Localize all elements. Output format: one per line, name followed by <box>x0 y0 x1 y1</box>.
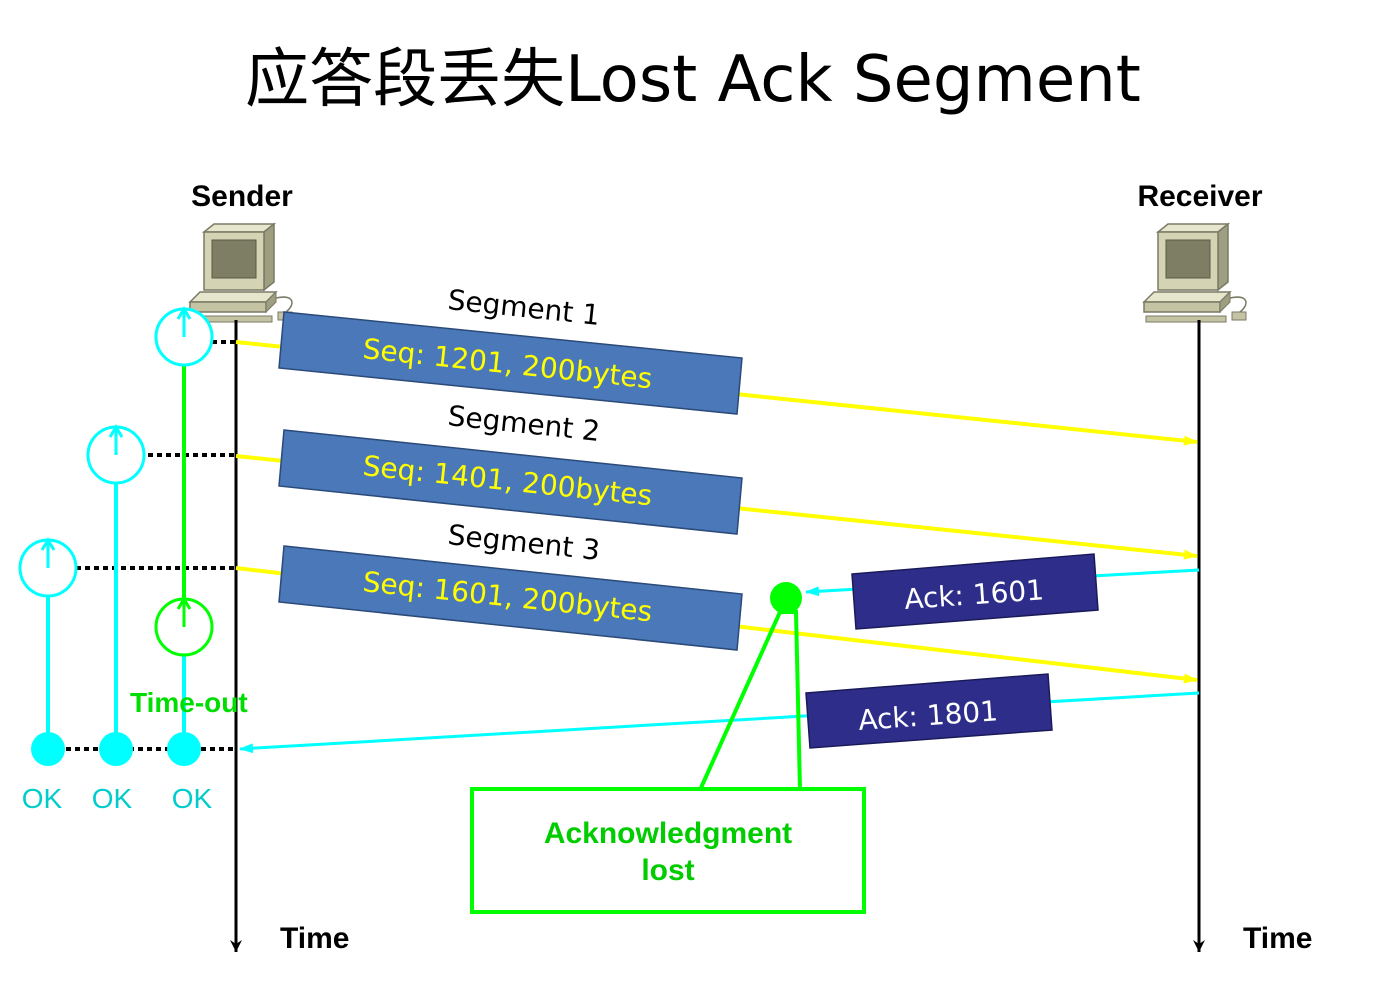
segment-2-box <box>278 429 743 535</box>
page-title: 应答段丢失Lost Ack Segment <box>245 43 1141 117</box>
timer-1-ok-dot <box>167 732 201 766</box>
receiver-label: Receiver <box>1137 180 1262 213</box>
receiver-computer-icon <box>1142 222 1247 323</box>
segment-3-box <box>278 545 743 651</box>
segment-1-box <box>278 311 743 415</box>
callout-line-2: lost <box>641 854 694 887</box>
segment-3-label: Segment 3 <box>446 518 601 567</box>
callout-line-1: Acknowledgment <box>544 817 792 850</box>
timer-3-ok-dot <box>31 732 65 766</box>
ack-1801-arrow <box>239 691 1200 754</box>
segment-1: Segment 1 Seq: 1201, 200bytes <box>278 283 743 415</box>
timer-2 <box>86 424 146 766</box>
segment-2: Segment 2 Seq: 1401, 200bytes <box>278 399 743 535</box>
ok-label-2: OK <box>92 783 133 814</box>
lost-point-marker <box>770 582 802 614</box>
timeout-label: Time-out <box>130 687 248 718</box>
segment-1-label: Segment 1 <box>446 283 601 332</box>
segment-3: Segment 3 Seq: 1601, 200bytes <box>278 518 743 651</box>
timer-3 <box>18 537 78 766</box>
ack-1601-box <box>851 553 1099 630</box>
timer-1 <box>154 306 214 766</box>
ok-label-3: OK <box>172 783 213 814</box>
sender-time-label: Time <box>280 922 349 955</box>
sender-label: Sender <box>191 180 293 213</box>
timer-2-ok-dot <box>99 732 133 766</box>
receiver-time-label: Time <box>1243 922 1312 955</box>
ok-label-1: OK <box>22 783 63 814</box>
segment-2-label: Segment 2 <box>446 399 601 448</box>
sender-computer-icon <box>188 222 293 323</box>
callout-box <box>470 787 866 914</box>
ack-1801-box <box>805 673 1053 749</box>
